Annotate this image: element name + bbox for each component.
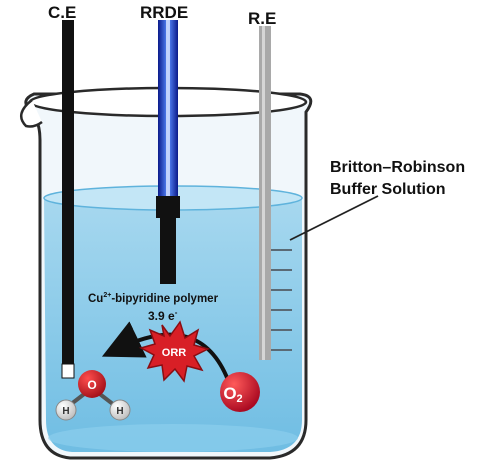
- catalyst-prefix: Cu: [88, 293, 103, 305]
- solution-label-line2: Buffer Solution: [330, 181, 446, 198]
- solution-label-line1: Britton–Robinson: [330, 159, 465, 176]
- water-h-right-label: H: [116, 406, 123, 417]
- water-molecule-icon: [55, 370, 131, 421]
- beaker-bottom-shade: [48, 424, 298, 452]
- rrde-electrode: [156, 20, 180, 284]
- oxygen-sub: 2: [237, 393, 243, 405]
- electron-count-value: 3.9 e: [148, 309, 175, 323]
- catalyst-charge: 2+: [103, 292, 111, 299]
- electron-superscript: -: [175, 308, 178, 317]
- orr-label: ORR: [162, 347, 187, 359]
- counter-electrode-label: C.E: [48, 3, 76, 22]
- counter-electrode: [61, 20, 75, 379]
- oxygen-label: O2: [223, 384, 242, 405]
- oxygen-molecule-icon: [220, 372, 260, 412]
- reference-electrode: [259, 26, 271, 360]
- rrde-label: RRDE: [140, 3, 188, 22]
- solution-leader-line: [289, 195, 379, 241]
- orr-burst: [139, 320, 211, 383]
- catalyst-suffix: -bipyridine polymer: [111, 293, 218, 305]
- catalyst-label: Cu2+-bipyridine polymer: [88, 292, 219, 305]
- electron-count-label: 3.9 e-: [148, 308, 178, 323]
- water-oxygen-label: O: [87, 378, 96, 392]
- beaker-spout: [19, 99, 43, 128]
- reference-electrode-label: R.E: [248, 9, 276, 28]
- water-h-left-label: H: [62, 406, 69, 417]
- oxygen-main: O: [223, 384, 236, 403]
